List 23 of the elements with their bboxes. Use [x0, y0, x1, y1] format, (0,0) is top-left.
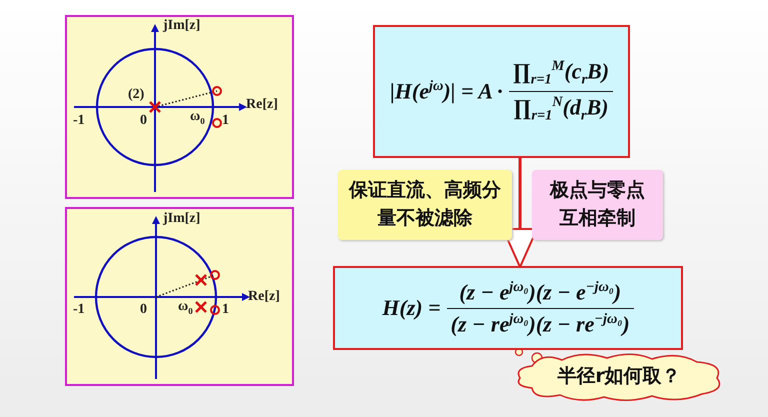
note-card: 保证直流、高频分量不被滤除: [338, 170, 512, 240]
axis-label: 1: [222, 303, 229, 317]
numerator-text: (z − e$^{jω₀}$)(z − e$^{−jω₀}$): [458, 279, 622, 306]
axis-label: Re[z]: [246, 98, 278, 112]
axis-label: Re[z]: [248, 290, 280, 304]
formula-text: |H(e$^{jω}$)| = A ·: [390, 78, 503, 105]
axis-label: ω$_{0}$: [178, 300, 193, 316]
axis-label: -1: [73, 114, 85, 128]
axis-label: ω$_{0}$: [190, 110, 205, 126]
numerator-text: ∏$_{r=1}$$^{M}$(c$_{r}$B): [512, 58, 610, 90]
denominator-text: ∏$_{r=1}$$^{N}$(d$_{r}$B): [512, 93, 610, 125]
axis-label: 0: [140, 114, 147, 128]
formula-box: [333, 266, 683, 350]
axis-label: 1: [222, 114, 229, 128]
denominator-text: (z − re$^{jω₀}$)(z − re$^{−jω₀}$): [450, 310, 631, 337]
axis-label: -1: [73, 303, 85, 317]
note-card: 极点与零点互相牵制: [532, 170, 663, 240]
axis-label: 0: [140, 303, 147, 317]
axis-label: jIm[z]: [163, 212, 200, 226]
axis-label: jIm[z]: [163, 19, 200, 33]
formula-text: H(z) =: [382, 295, 441, 321]
axis-label: (2): [128, 88, 144, 102]
formula-box: [373, 25, 630, 158]
